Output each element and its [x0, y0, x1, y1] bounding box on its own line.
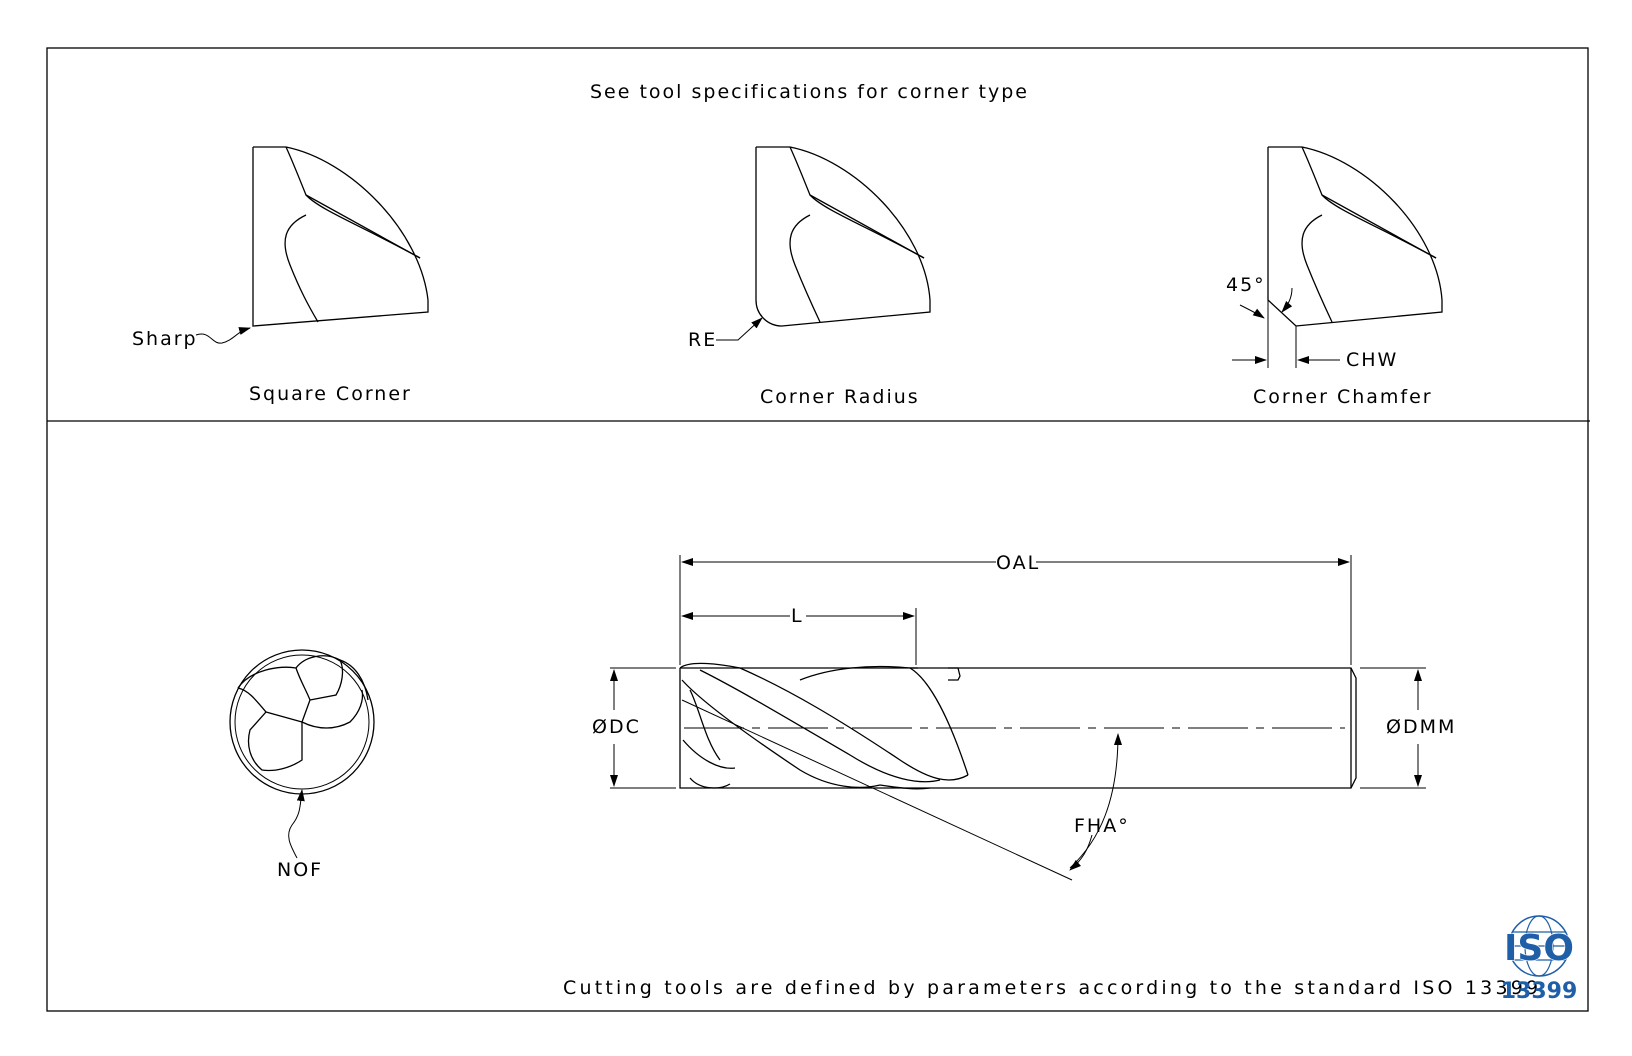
re-leader [716, 317, 763, 341]
corner-chamfer-drawing [1232, 146, 1443, 368]
dmm-label: ØDMM [1386, 716, 1456, 738]
footer-note: Cutting tools are defined by parameters … [563, 977, 1541, 999]
corner-chamfer-caption: Corner Chamfer [1253, 386, 1433, 408]
end-view-drawing [229, 649, 375, 795]
fha-label: FHA° [1074, 815, 1130, 837]
nof-leader [288, 789, 305, 859]
l-label: L [791, 605, 804, 627]
square-corner-caption: Square Corner [249, 383, 412, 405]
sharp-leader [195, 327, 251, 344]
chw-label: CHW [1346, 349, 1398, 371]
drawing-frame [46, 47, 1589, 1012]
oal-label: OAL [996, 552, 1040, 574]
dc-label: ØDC [592, 716, 641, 738]
corner-radius-caption: Corner Radius [760, 386, 920, 408]
square-corner-drawing [252, 146, 429, 327]
nof-callout: NOF [277, 859, 323, 881]
sharp-callout: Sharp [132, 328, 198, 350]
iso-13399-logo: ISO 13399 [1501, 915, 1578, 1004]
chamfer-angle-label: 45° [1226, 274, 1266, 296]
iso-logo-number: 13399 [1501, 979, 1578, 1004]
corner-radius-drawing [755, 146, 931, 327]
end-mill-side-view [610, 555, 1426, 881]
iso-logo-text: ISO [1504, 928, 1574, 969]
top-heading: See tool specifications for corner type [590, 81, 1029, 103]
re-callout: RE [688, 329, 717, 351]
